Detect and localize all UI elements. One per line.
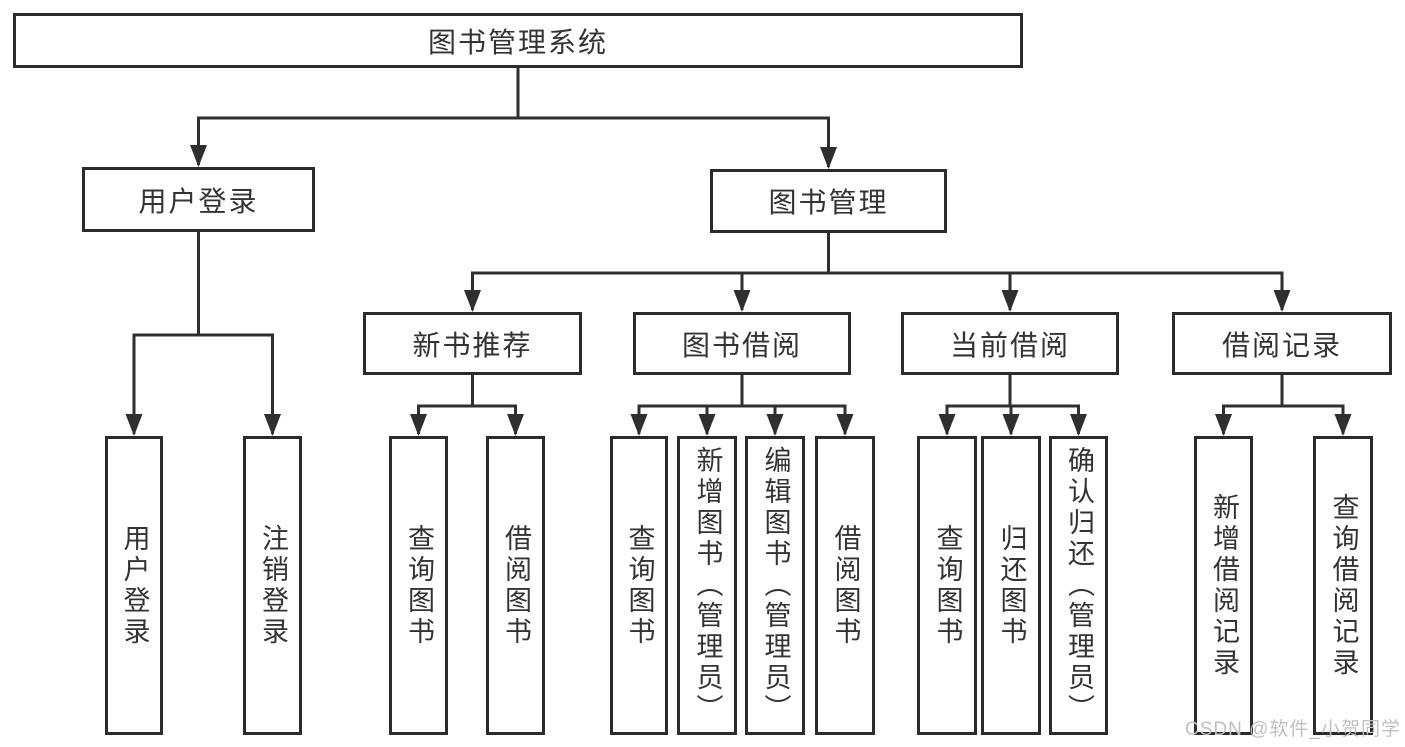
node-user-login: 用户登录 — [82, 167, 315, 232]
node-book-management: 图书管理 — [710, 169, 947, 233]
node-book-borrowing: 图书借阅 — [633, 312, 851, 375]
leaf-borrow-books: 借阅图书 — [815, 436, 875, 735]
leaf-confirm-return-admin: 确认归还（管理员） — [1049, 436, 1108, 735]
node-label: 新书推荐 — [412, 329, 533, 361]
node-label: 查询图书 — [624, 523, 655, 648]
node-label: 查询图书 — [404, 523, 434, 648]
node-label: 编辑图书（管理员） — [760, 446, 791, 725]
node-label: 当前借阅 — [949, 329, 1070, 361]
node-new-book-recommendation: 新书推荐 — [363, 312, 582, 375]
node-label: 借阅图书 — [501, 523, 531, 648]
leaf-query-books-current: 查询图书 — [917, 436, 977, 735]
leaf-return-books: 归还图书 — [981, 436, 1041, 735]
leaf-query-books-borrow: 查询图书 — [610, 436, 668, 735]
leaf-query-books-recommend: 查询图书 — [389, 436, 448, 735]
node-label: 新增借阅记录 — [1209, 492, 1239, 679]
node-label: 图书借阅 — [681, 329, 802, 361]
node-current-borrowing: 当前借阅 — [901, 312, 1119, 375]
leaf-logout: 注销登录 — [243, 436, 302, 735]
node-label: 图书管理 — [768, 187, 889, 218]
node-label: 新增图书（管理员） — [692, 446, 723, 725]
node-label: 借阅记录 — [1221, 329, 1342, 361]
node-label: 用户登录 — [119, 523, 150, 648]
node-borrowing-records: 借阅记录 — [1172, 312, 1392, 375]
node-label: 图书管理系统 — [427, 26, 608, 58]
node-label: 确认归还（管理员） — [1064, 446, 1094, 725]
node-label: 查询借阅记录 — [1328, 492, 1359, 679]
leaf-borrow-books-recommend: 借阅图书 — [486, 436, 545, 735]
leaf-add-borrow-record: 新增借阅记录 — [1194, 436, 1253, 735]
node-label: 注销登录 — [258, 523, 288, 648]
csdn-watermark: CSDN @软件_小贺同学 — [1185, 719, 1401, 740]
node-label: 查询图书 — [932, 523, 963, 648]
leaf-add-books-admin: 新增图书（管理员） — [677, 436, 737, 735]
node-label: 用户登录 — [138, 185, 259, 217]
leaf-edit-books-admin: 编辑图书（管理员） — [745, 436, 805, 735]
node-library-management-system: 图书管理系统 — [13, 13, 1023, 68]
node-label: 借阅图书 — [830, 523, 861, 648]
leaf-user-login: 用户登录 — [105, 436, 163, 735]
node-label: 归还图书 — [996, 523, 1027, 648]
leaf-query-borrow-record: 查询借阅记录 — [1313, 436, 1373, 735]
